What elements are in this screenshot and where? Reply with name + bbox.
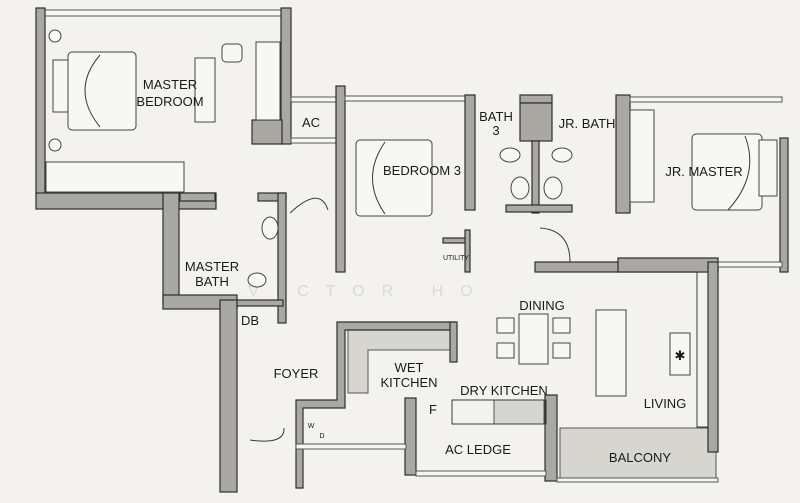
label-washer: W [308, 423, 315, 430]
label-master-bedroom: MASTER [143, 77, 197, 92]
wardrobe [255, 41, 281, 121]
dry-kitchen-counter [493, 399, 545, 425]
label-jr-bath: JR. BATH [559, 116, 616, 131]
lamp-icon [48, 29, 62, 43]
wardrobe [45, 161, 185, 193]
toilet-icon [247, 272, 267, 288]
label-ac-ledge: AC LEDGE [445, 442, 511, 457]
label-ac: AC [302, 115, 320, 130]
plant-icon: ✱ [675, 348, 686, 363]
label-fridge: F [429, 402, 437, 417]
watermark: VICTOR HO [248, 283, 490, 300]
coffee-table [669, 332, 691, 376]
label-dry-kitchen: DRY KITCHEN [460, 383, 548, 398]
label-bath-3: BATH [479, 109, 513, 124]
label-dining: DINING [519, 298, 565, 313]
toilet-icon [551, 147, 573, 163]
label-master-bath: MASTER [185, 259, 239, 274]
label-living: LIVING [644, 396, 687, 411]
sink-icon [543, 176, 563, 200]
bedroom3-bed [355, 139, 433, 217]
jr-master-bed [691, 133, 778, 211]
balcony-floor [559, 427, 717, 481]
desk [194, 57, 216, 123]
label-dryer: D [319, 433, 324, 440]
dining-table [496, 313, 571, 365]
label-bath-3-num: 3 [492, 123, 499, 138]
lamp-icon [48, 138, 62, 152]
label-master-bath-2: BATH [195, 274, 229, 289]
label-bedroom-3: BEDROOM 3 [383, 163, 461, 178]
master-bed [52, 51, 137, 131]
wardrobe [629, 109, 655, 203]
sofa [595, 309, 627, 397]
label-wet-kitchen-2: KITCHEN [380, 375, 437, 390]
label-db: DB [241, 313, 259, 328]
entrance-door[interactable] [249, 427, 285, 442]
label-wet-kitchen: WET [395, 360, 424, 375]
sink-icon [261, 216, 279, 240]
label-jr-master: JR. MASTER [665, 164, 742, 179]
door[interactable] [539, 227, 571, 263]
label-balcony: BALCONY [609, 450, 671, 465]
toilet-icon [499, 147, 521, 163]
label-utility: UTILITY [443, 255, 469, 262]
door[interactable] [289, 197, 329, 214]
walls [35, 7, 789, 493]
chair [221, 43, 243, 63]
sink-icon [510, 176, 530, 200]
label-master-bedroom-2: BEDROOM [136, 94, 203, 109]
label-foyer: FOYER [274, 366, 319, 381]
